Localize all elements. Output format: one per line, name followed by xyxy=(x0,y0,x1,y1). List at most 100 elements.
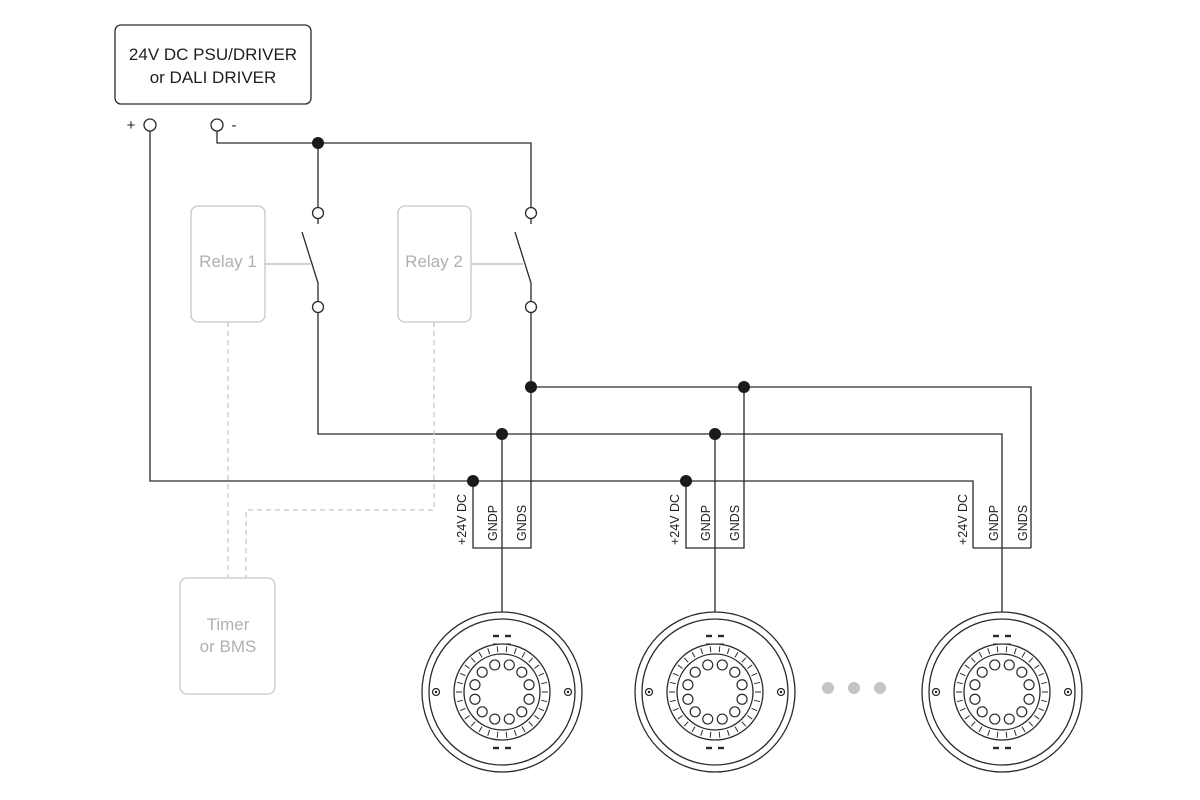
tick-mark xyxy=(683,657,689,663)
tick-mark xyxy=(1028,657,1034,663)
timer-box xyxy=(179,577,276,695)
relay2-label: Relay 2 xyxy=(405,252,463,271)
bezel-ring xyxy=(928,618,1076,766)
led-dot xyxy=(523,679,535,691)
terminal-labels-fixture1: +24V DC GNDP GNDS xyxy=(455,494,529,545)
tick-mark xyxy=(669,699,676,703)
tick-mark xyxy=(987,729,991,736)
junction-dot xyxy=(709,428,721,440)
tick-mark xyxy=(1021,726,1026,733)
junctions xyxy=(312,137,750,487)
led-dot xyxy=(1016,666,1028,678)
tick-mark xyxy=(669,681,676,685)
psu-minus-terminal xyxy=(210,118,224,132)
tick-mark xyxy=(487,729,491,736)
screw-center xyxy=(934,690,938,694)
led-dot xyxy=(729,666,741,678)
led-dot xyxy=(469,693,481,705)
junction-dot xyxy=(680,475,692,487)
led-dot xyxy=(503,659,515,671)
tick-mark xyxy=(1028,721,1034,727)
ellipsis-dot xyxy=(874,682,886,694)
tick-mark xyxy=(978,726,983,733)
tick-mark xyxy=(996,646,999,653)
tick-mark xyxy=(487,648,491,655)
tick-mark xyxy=(1041,681,1048,685)
label-24vdc: +24V DC xyxy=(455,494,469,545)
led-dot xyxy=(689,706,701,718)
label-gndp: GNDP xyxy=(987,505,1001,541)
tick-mark xyxy=(505,646,508,653)
screw-icon xyxy=(644,687,654,697)
label-gnds: GNDS xyxy=(1016,505,1030,541)
inner-ring xyxy=(463,653,541,731)
tick-mark xyxy=(978,651,983,658)
tick-mark xyxy=(987,648,991,655)
led-dot xyxy=(736,679,748,691)
relay1-terminal-bottom xyxy=(311,300,325,314)
led-dot xyxy=(682,693,694,705)
outer-ring xyxy=(421,611,583,773)
lens-ring xyxy=(453,643,551,741)
tick-mark xyxy=(470,657,476,663)
tick-mark xyxy=(521,651,526,658)
tick-mark xyxy=(751,672,758,677)
tick-mark xyxy=(677,715,683,720)
control-lines xyxy=(227,322,435,578)
tick-mark xyxy=(672,672,679,677)
tick-mark xyxy=(691,726,696,733)
led-dot xyxy=(489,659,501,671)
tick-mark xyxy=(734,651,739,658)
tick-mark xyxy=(541,681,548,685)
screw-icon xyxy=(431,687,441,697)
tick-mark xyxy=(964,715,970,720)
screw-icon xyxy=(1063,687,1073,697)
tick-mark xyxy=(521,726,526,733)
led-dot xyxy=(1023,693,1035,705)
terminal-labels-fixture3: +24V DC GNDP GNDS xyxy=(956,494,1030,545)
led-dot xyxy=(516,706,528,718)
tick-mark xyxy=(956,699,963,703)
wire-positive xyxy=(149,131,974,548)
led-dot xyxy=(689,666,701,678)
screw-center xyxy=(1066,690,1070,694)
terminal-labels-fixture2: +24V DC GNDP GNDS xyxy=(668,494,742,545)
tick-mark xyxy=(1013,729,1017,736)
relay2-contact xyxy=(514,231,532,302)
tick-mark xyxy=(538,672,545,677)
wire-gnds-bus xyxy=(530,313,1032,548)
tick-mark xyxy=(541,699,548,703)
tick-mark xyxy=(459,672,466,677)
tick-mark xyxy=(754,699,761,703)
junction-dot xyxy=(496,428,508,440)
tick-mark xyxy=(709,646,712,653)
label-24vdc: +24V DC xyxy=(668,494,682,545)
label-gnds: GNDS xyxy=(728,505,742,541)
wire-gndp-bus xyxy=(317,313,1003,548)
led-dot xyxy=(503,713,515,725)
relay-1: Relay 1 xyxy=(190,205,310,323)
led-dot xyxy=(736,693,748,705)
led-dot xyxy=(702,659,714,671)
tick-mark xyxy=(996,731,999,738)
relay1-contact xyxy=(301,231,319,302)
tick-mark xyxy=(741,721,747,727)
tick-mark xyxy=(672,707,679,712)
tick-mark xyxy=(959,672,966,677)
tick-mark xyxy=(478,726,483,733)
led-dot xyxy=(976,706,988,718)
timer-label-line2: or BMS xyxy=(200,637,257,656)
fixture-3-downlight-icon xyxy=(921,611,1083,773)
tick-mark xyxy=(464,664,470,669)
led-dot xyxy=(989,659,1001,671)
psu-plus-terminal xyxy=(143,118,157,132)
relay1-terminal-top xyxy=(311,206,325,220)
led-dot xyxy=(523,693,535,705)
tick-mark xyxy=(700,648,704,655)
label-gnds: GNDS xyxy=(515,505,529,541)
tick-mark xyxy=(459,707,466,712)
psu-label-line2: or DALI DRIVER xyxy=(150,68,277,87)
label-24vdc: +24V DC xyxy=(956,494,970,545)
outer-ring xyxy=(921,611,1083,773)
junction-dot xyxy=(525,381,537,393)
